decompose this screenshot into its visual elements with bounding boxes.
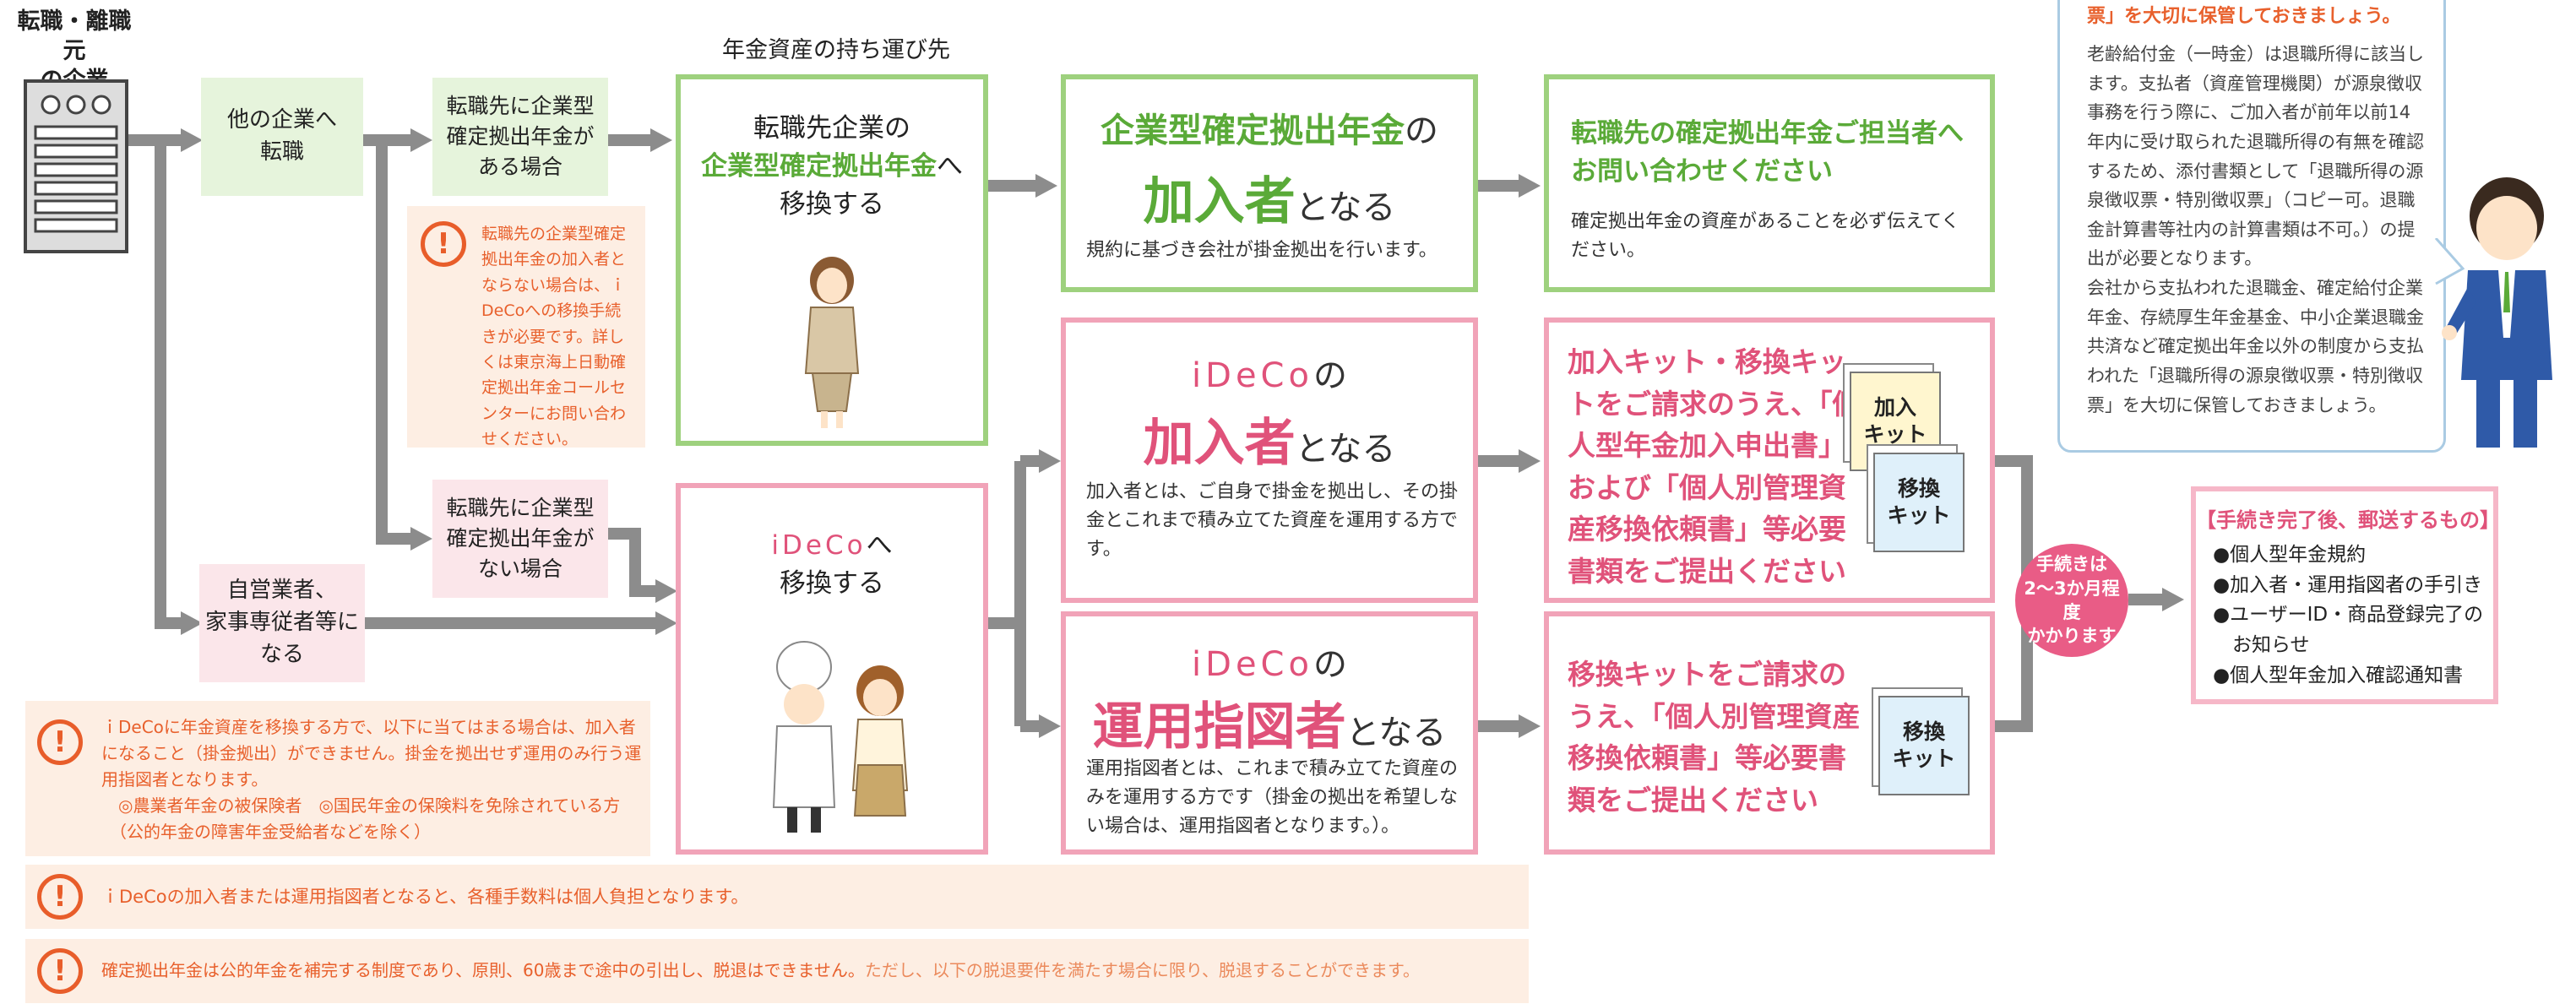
- result-ideco-member-box: iDeCoの 加入者となる 加入者とは、ご自身で掛金を拠出し、その掛金とこれまで…: [1061, 317, 1478, 603]
- woman-office-worker-icon: [804, 257, 860, 428]
- path-self-employed: 自営業者、 家事専従者等に なる: [199, 564, 365, 682]
- dest-corporate-line3: 移換する: [780, 188, 884, 220]
- result-member-em: iDeCo: [1192, 356, 1313, 395]
- result-corporate-desc: 規約に基づき会社が掛金拠出を行います。: [1086, 240, 1437, 261]
- businessman-icon: [2442, 177, 2552, 448]
- case-has-plan: 転職先に企業型 確定拠出年金が ある場合: [432, 78, 608, 196]
- result-corporate-role-suffix: となる: [1295, 188, 1396, 227]
- result-member-role: 加入者: [1143, 414, 1296, 473]
- note-fees: ! ｉDeCoの加入者または運用指図者となると、各種手数料は個人負担となります。: [25, 865, 1529, 929]
- path-self-employed-label: 自営業者、 家事専従者等に なる: [204, 578, 359, 667]
- action-corporate-desc: 確定拠出年金の資産があることを必ず伝えてください。: [1571, 211, 1960, 262]
- note-withdrawal: ! 確定拠出年金は公的年金を補完する制度であり、原則、60歳まで途中の引出し、脱…: [25, 939, 1529, 1003]
- completion-item: ●加入者・運用指図者の手引き: [2213, 573, 2483, 596]
- transfer-warning-text: 転職先の企業型確定拠出年金の加入者とならない場合は、ｉDeCoへの移換手続きが必…: [481, 225, 627, 449]
- exclamation-icon: !: [421, 221, 466, 267]
- bubble-heading: 票」を大切に保管しておきましょう。: [2087, 6, 2401, 27]
- completion-list: ●個人型年金規約 ●加入者・運用指図者の手引き ●ユーザーID・商品登録完了の …: [2213, 540, 2492, 691]
- bubble-tail: [2434, 238, 2465, 285]
- result-member-desc: 加入者とは、ご自身で掛金を拠出し、その掛金とこれまで積み立てた資産を運用する方で…: [1086, 481, 1459, 561]
- transfer-warning: ! 転職先の企業型確定拠出年金の加入者とならない場合は、ｉDeCoへの移換手続き…: [407, 206, 645, 448]
- dest-corporate-suffix: へ: [937, 150, 963, 182]
- case-has-plan-label: 転職先に企業型 確定拠出年金が ある場合: [446, 93, 595, 180]
- note-ineligible: ! ｉDeCoに年金資産を移換する方で、以下に当てはまる場合は、加入者になること…: [25, 701, 650, 856]
- duration-badge: 手続きは 2〜3か月程度 かかります: [2015, 544, 2128, 657]
- dest-corporate-text: 転職先企業の 企業型確定拠出年金へ 移換する: [681, 110, 983, 224]
- completion-item: ●ユーザーID・商品登録完了の お知らせ: [2213, 604, 2484, 656]
- result-member-title: iDeCoの: [1066, 348, 1473, 397]
- path-other-company-label: 他の企業へ 転職: [226, 107, 337, 165]
- exclamation-icon: !: [37, 948, 83, 994]
- result-corporate-em: 企業型確定拠出年金: [1101, 111, 1405, 150]
- dest-ideco-suffix: へ: [866, 530, 893, 561]
- path-other-company: 他の企業へ 転職: [201, 78, 363, 196]
- advice-bubble: 票」を大切に保管しておきましょう。 老齢給付金（一時金）は退職所得に該当します。…: [2057, 0, 2446, 453]
- result-member-role-suffix: となる: [1295, 430, 1396, 469]
- result-operator-role-line: 運用指図者となる: [1066, 686, 1473, 759]
- transfer-kit-doc: 移換 キット: [1873, 453, 1965, 552]
- result-corporate-role-line: 加入者となる: [1066, 160, 1473, 234]
- office-building-icon: [24, 79, 128, 253]
- action-member-text: 加入キット・移換キットをご請求のうえ、「個人型年金加入申出書」および「個人別管理…: [1568, 345, 1861, 588]
- result-operator-title: iDeCoの: [1066, 637, 1473, 686]
- completion-box: 【手続き完了後、郵送するもの】 ●個人型年金規約 ●加入者・運用指図者の手引き …: [2191, 486, 2500, 704]
- result-operator-desc: 運用指図者とは、これまで積み立てた資産のみを運用する方です（掛金の拠出を希望しな…: [1086, 758, 1459, 838]
- case-no-plan: 転職先に企業型 確定拠出年金が ない場合: [432, 480, 608, 598]
- dest-ideco-em: iDeCo: [771, 530, 867, 561]
- bubble-text: 老齢給付金（一時金）は退職所得に該当します。支払者（資産管理機関）が源泉徴収事務…: [2087, 44, 2424, 415]
- result-member-role-line: 加入者となる: [1066, 402, 1473, 475]
- dest-corporate-em: 企業型確定拠出年金: [701, 150, 937, 182]
- result-corporate-role: 加入者: [1143, 172, 1296, 231]
- action-operator-text: 移換キットをご請求のうえ、「個人別管理資産移換依頼書」等必要書類をご提出ください: [1568, 658, 1861, 817]
- dest-ideco-text: iDeCoへ 移換する: [681, 527, 983, 603]
- result-corporate-box: 企業型確定拠出年金の 加入者となる 規約に基づき会社が掛金拠出を行います。: [1061, 74, 1478, 292]
- result-operator-em: iDeCo: [1192, 645, 1313, 684]
- result-operator-role: 運用指図者: [1092, 697, 1346, 757]
- note-withdrawal-extra: ただし、以下の脱退要件を満たす場合に限り、脱退することができます。: [864, 960, 1421, 980]
- exclamation-icon: !: [37, 874, 83, 920]
- result-corporate-suffix: の: [1405, 111, 1438, 150]
- result-operator-suffix: の: [1312, 645, 1347, 684]
- dest-corporate-line1: 転職先企業の: [753, 113, 910, 144]
- result-corporate-title: 企業型確定拠出年金の: [1066, 103, 1473, 152]
- note-withdrawal-text: 確定拠出年金は公的年金を補完する制度であり、原則、60歳まで途中の引出し、脱退は…: [101, 958, 1520, 984]
- action-member-box: 加入キット・移換キットをご請求のうえ、「個人型年金加入申出書」および「個人別管理…: [1544, 317, 1995, 603]
- note-ineligible-text: ｉDeCoに年金資産を移換する方で、以下に当てはまる場合は、加入者になること（掛…: [101, 717, 642, 842]
- result-ideco-operator-box: iDeCoの 運用指図者となる 運用指図者とは、これまで積み立てた資産のみを運用…: [1061, 611, 1478, 855]
- note-withdrawal-main: 確定拠出年金は公的年金を補完する制度であり、原則、60歳まで途中の引出し、脱退は…: [101, 960, 865, 980]
- case-no-plan-label: 転職先に企業型 確定拠出年金が ない場合: [446, 495, 595, 582]
- action-corporate-title: 転職先の確定拠出年金ご担当者へお問い合わせください: [1571, 118, 1964, 187]
- dest-ideco-box: iDeCoへ 移換する: [676, 483, 988, 855]
- result-member-suffix: の: [1312, 356, 1347, 395]
- chef-and-woman-icon: [772, 641, 909, 833]
- action-corporate-box: 転職先の確定拠出年金ご担当者へお問い合わせください 確定拠出年金の資産があること…: [1544, 74, 1995, 292]
- result-operator-role-suffix: となる: [1345, 714, 1447, 752]
- exclamation-icon: !: [37, 719, 83, 765]
- dest-ideco-line2: 移換する: [780, 567, 884, 599]
- completion-title: 【手続き完了後、郵送するもの】: [2196, 508, 2500, 532]
- action-operator-box: 移換キットをご請求のうえ、「個人別管理資産移換依頼書」等必要書類をご提出ください…: [1544, 611, 1995, 855]
- note-fees-text: ｉDeCoの加入者または運用指図者となると、各種手数料は個人負担となります。: [101, 887, 749, 907]
- completion-item: ●個人型年金規約: [2213, 544, 2367, 566]
- dest-corporate-box: 転職先企業の 企業型確定拠出年金へ 移換する: [676, 74, 988, 446]
- completion-item: ●個人型年金加入確認通知書: [2213, 664, 2464, 687]
- transfer-kit-doc-2: 移換 キット: [1878, 696, 1970, 795]
- destination-header: 年金資産の持ち運び先: [722, 37, 950, 63]
